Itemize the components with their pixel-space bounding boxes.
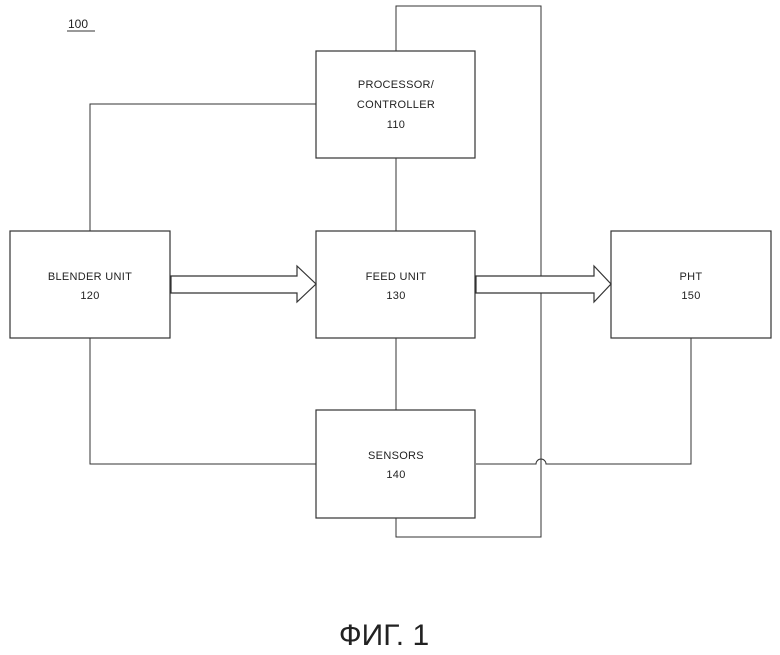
figure-ref: 100 [68,17,88,31]
arrow-feed-to-pht [476,266,611,302]
block-blender: BLENDER UNIT 120 [10,231,170,338]
pht-number: 150 [681,290,700,302]
sensors-number: 140 [386,469,405,481]
wire-sensors-pht [476,338,691,464]
block-feed: FEED UNIT 130 [316,231,475,338]
arrow-blender-to-feed [171,266,316,302]
block-sensors: SENSORS 140 [316,410,475,518]
sensors-label: SENSORS [368,450,424,462]
blender-box [10,231,170,338]
figure-caption: ФИГ. 1 [339,619,429,652]
processor-label-2: CONTROLLER [357,99,435,111]
wire-processor-blender [90,104,316,231]
feed-box [316,231,475,338]
blender-label: BLENDER UNIT [48,271,132,283]
pht-box [611,231,771,338]
block-processor: PROCESSOR/ CONTROLLER 110 [316,51,475,158]
feed-label: FEED UNIT [366,271,427,283]
processor-label-1: PROCESSOR/ [358,79,435,91]
wire-blender-sensors [90,338,316,464]
pht-label: PHT [680,271,703,283]
blender-number: 120 [80,290,99,302]
block-pht: PHT 150 [611,231,771,338]
processor-number: 110 [387,119,405,131]
feed-number: 130 [386,290,405,302]
sensors-box [316,410,475,518]
